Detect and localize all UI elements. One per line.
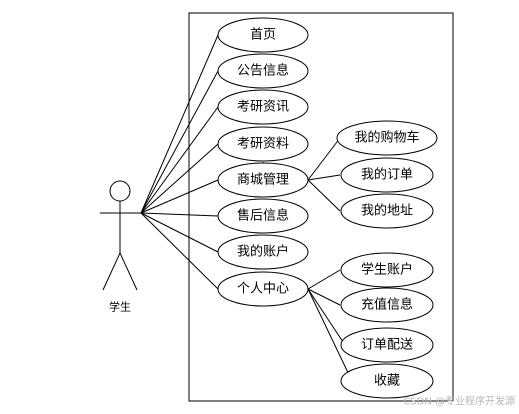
actor-left-leg <box>102 252 121 291</box>
use-case-my-orders: 我的订单 <box>340 157 434 193</box>
use-case-personal-center-label: 个人中心 <box>237 282 289 297</box>
use-case-order-delivery: 订单配送 <box>340 327 434 363</box>
link-order-delivery <box>307 288 346 346</box>
use-case-personal-center: 个人中心 <box>217 271 309 307</box>
use-case-my-account-ellipse <box>217 234 309 270</box>
use-case-home-label: 首页 <box>250 28 276 43</box>
use-case-my-cart-label: 我的购物车 <box>354 130 419 146</box>
use-case-recharge-info-label: 充值信息 <box>361 297 413 313</box>
actor-label: 学生 <box>109 300 131 314</box>
association-personal-center <box>140 212 219 290</box>
use-case-personal-center-ellipse <box>217 271 309 307</box>
use-case-student-account-label: 学生账户 <box>361 262 413 278</box>
use-case-favorites: 收藏 <box>340 363 434 399</box>
association-mall-management <box>140 179 219 214</box>
use-case-order-delivery-label: 订单配送 <box>361 338 413 353</box>
use-case-student-account: 学生账户 <box>340 252 434 288</box>
actor-right-leg <box>119 252 138 291</box>
association-exam-news <box>140 106 219 214</box>
use-case-mall-management-label: 商城管理 <box>237 173 289 188</box>
use-case-home: 首页 <box>217 17 309 53</box>
use-case-favorites-ellipse <box>340 363 434 399</box>
student-actor: 学生 <box>100 180 141 314</box>
link-recharge-info <box>307 288 341 306</box>
use-case-order-delivery-ellipse <box>340 327 434 363</box>
link-favorites <box>307 288 353 382</box>
personal-center-associations <box>307 269 353 382</box>
use-case-after-sales-label: 售后信息 <box>237 208 289 224</box>
use-case-announcements: 公告信息 <box>217 53 309 89</box>
use-case-recharge-info: 充值信息 <box>340 287 434 323</box>
use-case-mall-management-ellipse <box>217 162 309 198</box>
system-boundary <box>188 12 454 402</box>
use-case-exam-materials-ellipse <box>217 126 309 162</box>
watermark: CSDN @专业程序开发源 <box>403 395 515 408</box>
use-case-my-address-ellipse <box>340 193 434 229</box>
use-case-home-ellipse <box>217 17 309 53</box>
use-case-announcements-label: 公告信息 <box>237 63 289 79</box>
association-exam-materials <box>140 143 219 214</box>
use-case-my-account: 我的账户 <box>217 234 309 270</box>
association-home <box>140 34 219 214</box>
use-case-my-orders-ellipse <box>340 157 434 193</box>
use-case-announcements-ellipse <box>217 53 309 89</box>
link-student-account <box>307 269 341 290</box>
use-case-my-address-label: 我的地址 <box>361 203 413 219</box>
use-case-mall-management: 商城管理 <box>217 162 309 198</box>
use-case-after-sales-ellipse <box>217 198 309 234</box>
use-case-exam-news-label: 考研资讯 <box>237 100 289 115</box>
actor-associations <box>140 34 219 290</box>
use-case-after-sales: 售后信息 <box>217 198 309 234</box>
use-case-exam-materials: 考研资料 <box>217 126 309 162</box>
use-case-my-cart: 我的购物车 <box>336 120 438 156</box>
use-case-exam-materials-label: 考研资料 <box>237 137 289 152</box>
link-my-address <box>307 179 341 212</box>
use-case-my-orders-label: 我的订单 <box>361 167 413 183</box>
use-case-my-cart-ellipse <box>336 120 438 156</box>
use-case-student-account-ellipse <box>340 252 434 288</box>
use-case-recharge-info-ellipse <box>340 287 434 323</box>
use-case-favorites-label: 收藏 <box>374 374 400 389</box>
association-my-account <box>140 212 219 253</box>
association-after-sales <box>140 212 219 217</box>
link-my-orders <box>307 174 341 181</box>
use-case-exam-news-ellipse <box>217 89 309 125</box>
actor-head <box>109 180 131 202</box>
use-case-my-account-label: 我的账户 <box>237 244 289 260</box>
use-case-exam-news: 考研资讯 <box>217 89 309 125</box>
link-my-cart <box>307 137 341 181</box>
use-case-my-address: 我的地址 <box>340 193 434 229</box>
mall-associations <box>262 137 341 212</box>
association-announcements <box>140 70 219 214</box>
